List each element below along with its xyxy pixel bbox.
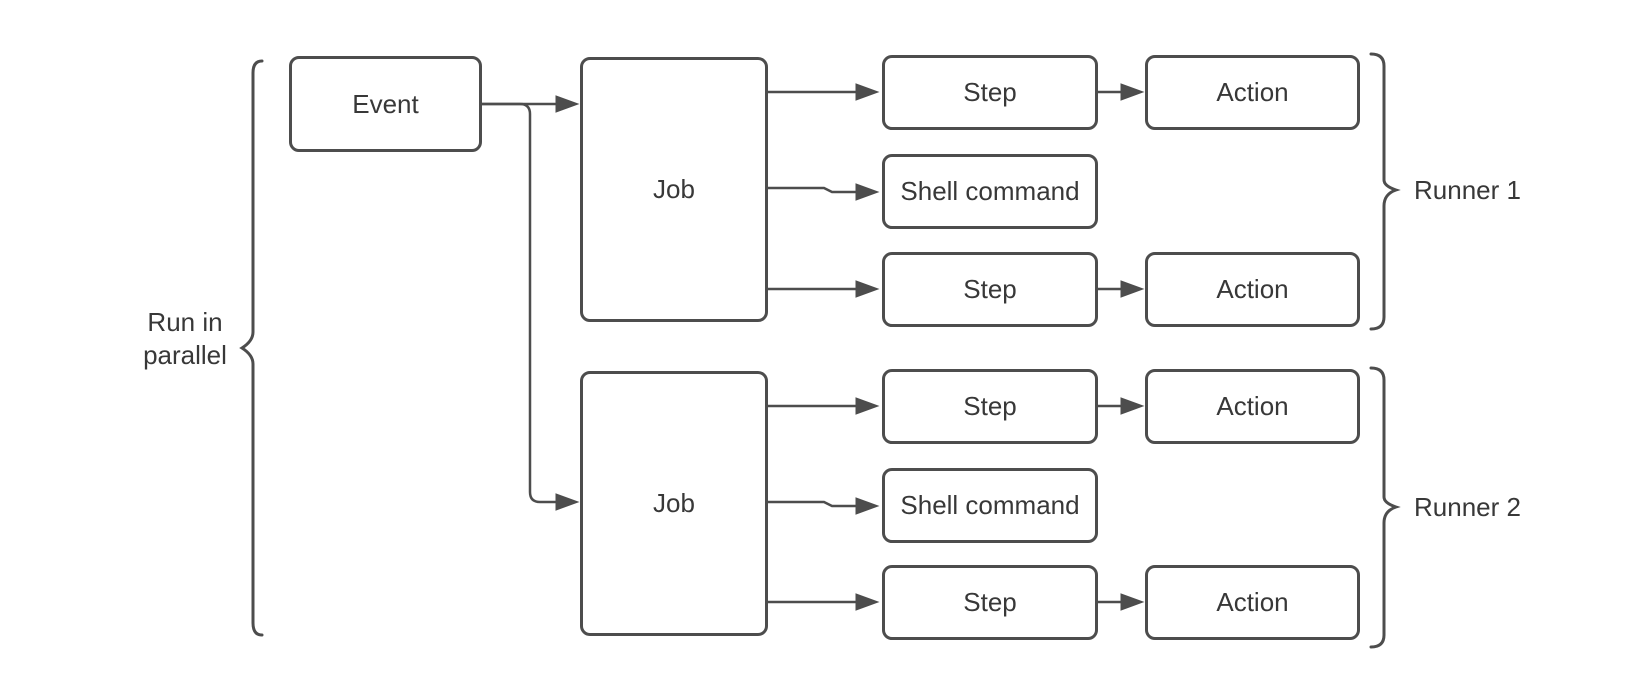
node-step-2b-label: Step [963, 587, 1017, 617]
run-in-parallel-brace [239, 59, 264, 637]
node-job-1-label: Job [653, 174, 695, 204]
run-in-parallel-line2: parallel [143, 340, 227, 370]
node-job-2: Job [580, 371, 768, 636]
node-step-2b: Step [882, 565, 1098, 640]
edge-job1-step1b [768, 280, 880, 298]
edge-job1-shell1 [768, 183, 880, 201]
node-action-1a-label: Action [1216, 77, 1289, 107]
runner1-label: Runner 1 [1414, 175, 1521, 205]
edge-event-job2 [482, 102, 580, 511]
node-shell-command-1-label: Shell command [900, 176, 1080, 206]
edge-step2a-action2a [1098, 397, 1145, 415]
edge-job2-step2b [768, 593, 880, 611]
node-step-1a: Step [882, 55, 1098, 130]
runner2-brace [1369, 366, 1401, 649]
node-event: Event [289, 56, 482, 152]
edge-step2b-action2b [1098, 593, 1145, 611]
run-in-parallel-label: Run in parallel [120, 306, 250, 372]
node-step-2a-label: Step [963, 391, 1017, 421]
node-shell-command-1: Shell command [882, 154, 1098, 229]
node-step-2a: Step [882, 369, 1098, 444]
node-action-2a: Action [1145, 369, 1360, 444]
node-step-1a-label: Step [963, 77, 1017, 107]
node-job-2-label: Job [653, 488, 695, 518]
node-action-2a-label: Action [1216, 391, 1289, 421]
node-step-1b: Step [882, 252, 1098, 327]
node-job-1: Job [580, 57, 768, 322]
edge-job2-step2a [768, 397, 880, 415]
edge-step1b-action1b [1098, 280, 1145, 298]
node-action-1a: Action [1145, 55, 1360, 130]
node-action-2b-label: Action [1216, 587, 1289, 617]
node-shell-command-2: Shell command [882, 468, 1098, 543]
node-action-2b: Action [1145, 565, 1360, 640]
node-step-1b-label: Step [963, 274, 1017, 304]
edge-step1a-action1a [1098, 83, 1145, 101]
edge-job1-step1a [768, 83, 880, 101]
run-in-parallel-line1: Run in [147, 307, 223, 337]
node-action-1b: Action [1145, 252, 1360, 327]
node-event-label: Event [352, 88, 419, 119]
node-shell-command-2-label: Shell command [900, 490, 1080, 520]
runner1-brace [1369, 52, 1401, 331]
edge-job2-shell2 [768, 497, 880, 515]
runner2-label: Runner 2 [1414, 492, 1521, 522]
node-action-1b-label: Action [1216, 274, 1289, 304]
